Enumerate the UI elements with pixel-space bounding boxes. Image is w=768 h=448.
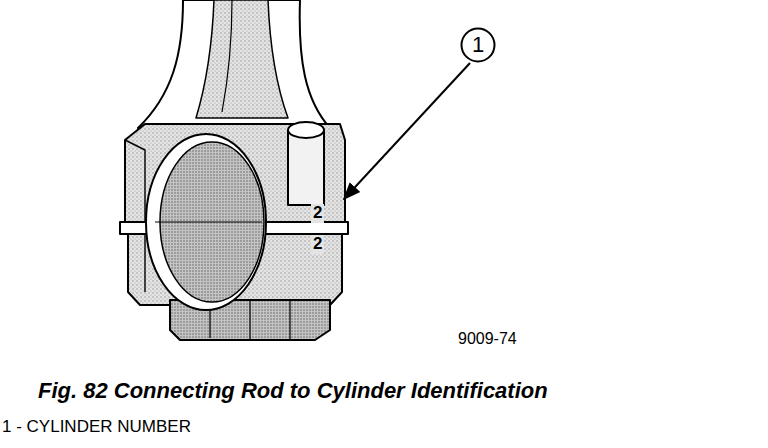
figure-caption: Fig. 82 Connecting Rod to Cylinder Ident… xyxy=(38,379,548,403)
cylinder-number: 2 xyxy=(311,235,324,254)
leader-line xyxy=(344,63,470,199)
cylinder-number: 2 xyxy=(311,204,324,223)
callout-circle: 1 xyxy=(460,27,496,63)
legend-key: 1 - CYLINDER NUMBER xyxy=(2,418,191,437)
callout-number: 1 xyxy=(460,33,496,57)
figure-code: 9009-74 xyxy=(458,330,517,348)
